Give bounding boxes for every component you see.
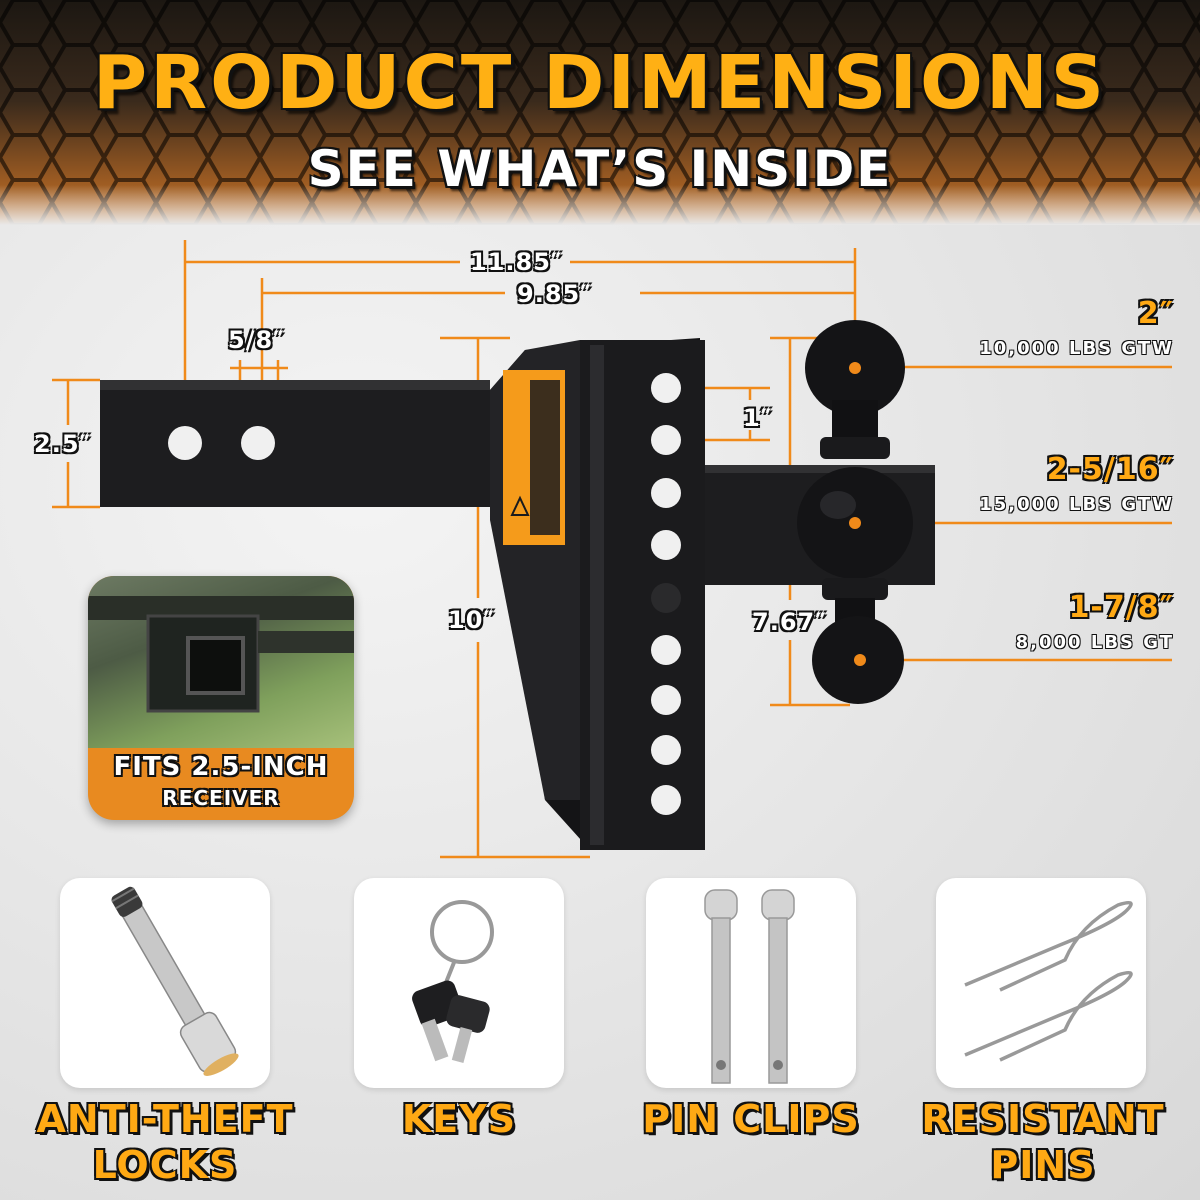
page-title: PRODUCT DIMENSIONS (92, 40, 1108, 126)
accessory-label-line1: PIN CLIPS (642, 1097, 860, 1141)
shank-hole (168, 426, 202, 460)
hole-pitch-label: 1″ (743, 404, 773, 432)
hole-spacing-label: 5/8″ (228, 326, 285, 354)
accessory-label-line1: KEYS (401, 1097, 517, 1141)
receiver-photo (88, 576, 354, 748)
ball-span-label: 7.67″ (752, 608, 827, 636)
keys-icon (412, 900, 494, 1063)
tri-ball (797, 320, 913, 704)
hole-span-label: 9.85″ (517, 280, 592, 308)
header-fade (0, 185, 1200, 225)
plate-holes (651, 373, 681, 815)
hitch-pin-clip-icon (964, 900, 1133, 1062)
inset-caption-line2: RECEIVER (162, 786, 280, 810)
ball-rating-middle: 15,000 LBS GTW (979, 494, 1174, 515)
accessory-label-line1: ANTI-THEFT (36, 1097, 294, 1141)
shank-hole (241, 426, 275, 460)
receiver-inset: FITS 2.5-INCH RECEIVER (88, 576, 354, 820)
rise-drop-label: 10″ (448, 606, 496, 634)
header-banner: PRODUCT DIMENSIONS SEE WHAT’S INSIDE (0, 0, 1200, 225)
accessory-label-line2: PINS (990, 1143, 1096, 1187)
accessory-label-pin-clips: PIN CLIPS (601, 1096, 901, 1142)
ball-rating-top: 10,000 LBS GTW (979, 338, 1174, 359)
ball-rating-bottom: 8,000 LBS GT (1015, 632, 1174, 653)
lock-pin-icon (111, 886, 239, 1076)
accessory-label-resistant-pins: RESISTANT PINS (893, 1096, 1193, 1188)
page-subtitle: SEE WHAT’S INSIDE (307, 140, 893, 198)
accessory-label-keys: KEYS (309, 1096, 609, 1142)
ball-size-bottom: 1-7/8″ (1068, 590, 1174, 625)
accessory-card-pin-clips (646, 878, 856, 1088)
shank-bar (100, 380, 490, 507)
accessory-label-line2: LOCKS (92, 1143, 238, 1187)
pin-clips-icon (704, 889, 795, 1084)
ball-size-top: 2″ (1137, 296, 1174, 331)
shank-height-label: 2.5″ (34, 430, 92, 458)
accessory-label-line1: RESISTANT (921, 1097, 1165, 1141)
ball-size-middle: 2-5/16″ (1046, 452, 1174, 487)
inset-caption-line1: FITS 2.5-INCH (113, 752, 329, 782)
overall-length-label: 11.85″ (470, 248, 563, 276)
accessory-label-locks: ANTI-THEFT LOCKS (15, 1096, 315, 1188)
